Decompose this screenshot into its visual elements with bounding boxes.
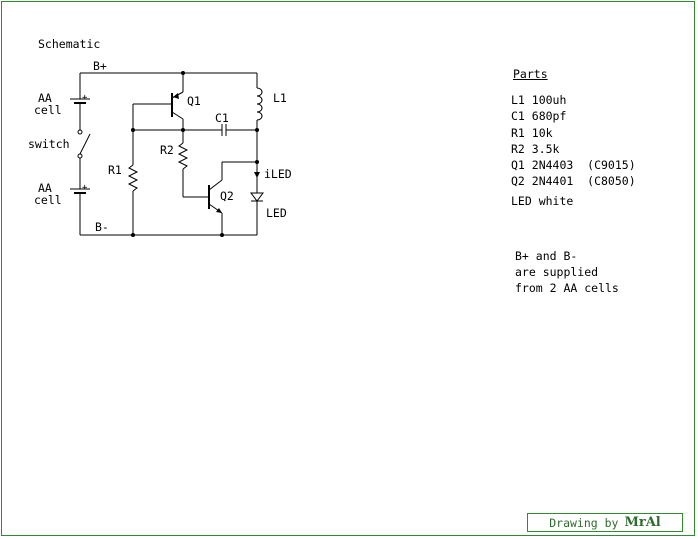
- q2-transistor: [208, 161, 257, 235]
- led-diode: [250, 192, 264, 235]
- parts-title: Parts: [513, 67, 548, 81]
- c1-capacitor: [216, 124, 257, 136]
- svg-text:+: +: [82, 183, 88, 193]
- r2-resistor: [177, 130, 209, 198]
- c1-label: C1: [215, 111, 229, 125]
- l1-inductor: [256, 73, 263, 193]
- schematic-title: Schematic: [38, 37, 100, 51]
- note-line: are supplied: [515, 265, 599, 279]
- r2-label: R2: [160, 143, 174, 157]
- note-line: from 2 AA cells: [515, 281, 619, 295]
- cell-top-label-1: AA: [38, 91, 52, 105]
- junction-dot: [255, 128, 259, 132]
- r1-resistor: [127, 164, 139, 235]
- parts-item: R2 3.5k: [511, 142, 560, 156]
- q1-transistor: [132, 73, 184, 165]
- parts-item: L1 100uh: [511, 93, 567, 107]
- q2-label: Q2: [220, 189, 234, 203]
- l1-label: L1: [273, 91, 287, 105]
- b-plus-label: B+: [93, 59, 107, 73]
- parts-item: Q1 2N4403 (C9015): [511, 158, 636, 172]
- r1-label: R1: [108, 163, 122, 177]
- cell-bottom-label-1: AA: [38, 181, 52, 195]
- switch-symbol: [77, 129, 91, 189]
- current-arrow-icon: [254, 172, 260, 178]
- switch-label: switch: [28, 137, 70, 151]
- parts-item: C1 680pf: [511, 109, 567, 123]
- led-label: LED: [266, 206, 287, 220]
- junction-dot: [255, 160, 259, 164]
- svg-text:+: +: [82, 93, 88, 103]
- note-line: B+ and B-: [515, 249, 578, 263]
- parts-item: Q2 2N4401 (C8050): [511, 174, 636, 188]
- b-minus-label: B-: [95, 220, 109, 234]
- battery-top: +: [70, 73, 90, 130]
- credit-author: MrAl: [624, 515, 661, 530]
- credit-prefix: Drawing by: [549, 515, 619, 530]
- iled-label: iLED: [264, 167, 292, 181]
- battery-bottom: +: [70, 183, 90, 235]
- parts-item: R1 10k: [511, 126, 553, 140]
- junction-dot: [131, 128, 135, 132]
- q1-label: Q1: [187, 94, 201, 108]
- cell-top-label-2: cell: [34, 103, 62, 117]
- led-line: LED white: [511, 194, 574, 208]
- credit-box: Drawing by MrAl: [527, 513, 683, 532]
- cell-bottom-label-2: cell: [34, 193, 62, 207]
